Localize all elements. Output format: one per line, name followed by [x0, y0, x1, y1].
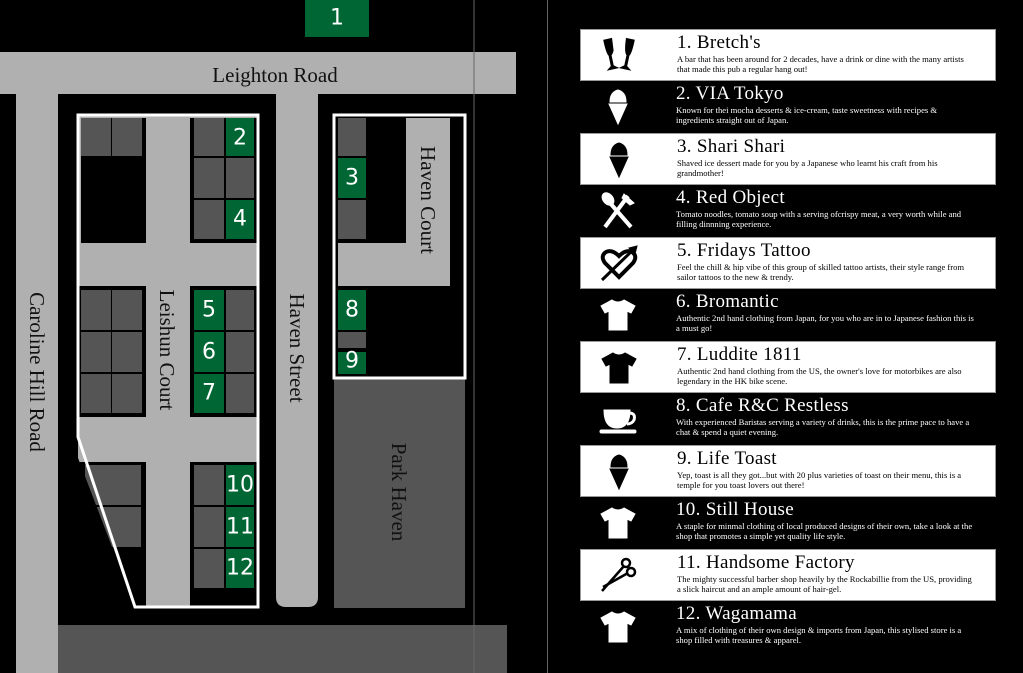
svg-text:10: 10 [226, 473, 254, 498]
haven-court-label: Haven Court [416, 146, 440, 254]
place-title: 7. Luddite 1811 [677, 344, 802, 365]
marker-6[interactable]: 6 [194, 332, 224, 372]
svg-text:9: 9 [345, 349, 359, 374]
place-description: Shaved ice dessert made for you by a Jap… [677, 158, 938, 178]
tshirt-icon [581, 342, 657, 392]
marker-7[interactable]: 7 [194, 374, 224, 413]
park-haven [334, 378, 465, 608]
marker-4[interactable]: 4 [226, 200, 254, 239]
place-description: A bar that has been around for 2 decades… [677, 54, 964, 74]
place-description: With experienced Baristas serving a vari… [676, 417, 970, 437]
svg-text:3: 3 [345, 166, 359, 191]
place-description: Yep, toast is all they got...but with 20… [677, 470, 962, 490]
svg-text:7: 7 [202, 381, 216, 406]
ice-cream-icon [581, 134, 657, 184]
svg-text:12: 12 [226, 556, 254, 581]
coffee-cup-icon [580, 393, 656, 443]
place-title: 11. Handsome Factory [677, 552, 855, 573]
spoon-fork-icon [580, 185, 656, 235]
marker-9[interactable]: 9 [338, 349, 366, 375]
svg-text:4: 4 [233, 207, 247, 232]
place-title: 3. Shari Shari [677, 136, 786, 157]
place-title: 10. Still House [676, 499, 794, 520]
place-title: 2. VIA Tokyo [676, 83, 784, 104]
svg-text:5: 5 [202, 298, 216, 323]
tshirt-icon [580, 289, 656, 339]
marker-12[interactable]: 12 [226, 549, 254, 588]
leighton-road-label: Leighton Road [212, 63, 338, 87]
svg-text:1: 1 [330, 6, 344, 31]
bottom-building [58, 625, 507, 673]
place-description: A staple for minmal clothing of local pr… [676, 521, 973, 541]
svg-text:11: 11 [226, 515, 254, 540]
tshirt-icon [580, 497, 656, 547]
ice-cream-icon [581, 446, 657, 496]
place-title: 5. Fridays Tattoo [677, 240, 811, 261]
haven-street [276, 94, 318, 607]
marker-3[interactable]: 3 [338, 158, 366, 198]
place-title: 4. Red Object [676, 187, 785, 208]
marker-8[interactable]: 8 [338, 290, 366, 330]
marker-11[interactable]: 11 [226, 507, 254, 547]
place-description: Authentic 2nd hand clothing from Japan, … [676, 313, 974, 333]
park-haven-label: Park Haven [387, 443, 411, 542]
caroline-hill-road [16, 94, 58, 673]
tshirt-icon [580, 601, 656, 651]
place-title: 6. Bromantic [676, 291, 779, 312]
heart-arrow-icon [581, 238, 657, 288]
haven-street-label: Haven Street [285, 293, 309, 402]
marker-10[interactable]: 10 [226, 465, 254, 505]
street-map: 1 2 3 4 5 6 7 8 9 10 11 12 Leighton Road… [0, 0, 516, 673]
place-title: 8. Cafe R&C Restless [676, 395, 849, 416]
leighton-road [0, 52, 516, 94]
marker-1[interactable]: 1 [305, 0, 369, 37]
place-title: 9. Life Toast [677, 448, 777, 469]
place-description: Authentic 2nd hand clothing from the US,… [677, 366, 962, 386]
svg-text:8: 8 [345, 298, 359, 323]
svg-text:6: 6 [202, 340, 216, 365]
champagne-glasses-icon [581, 30, 657, 80]
haven-court-block [332, 113, 467, 380]
scissors-icon [581, 550, 657, 600]
svg-text:2: 2 [233, 126, 247, 151]
place-description: A mix of clothing of their own design & … [676, 625, 962, 645]
place-description: The mighty successful barber shop heavil… [677, 574, 972, 594]
ice-cream-icon [580, 81, 656, 131]
marker-2[interactable]: 2 [226, 118, 254, 156]
place-title: 12. Wagamama [676, 603, 797, 624]
leishun-court-label: Leishun Court [155, 290, 179, 411]
place-description: Tomato noodles, tomato soup with a servi… [676, 209, 962, 229]
page-divider [547, 0, 548, 673]
place-title: 1. Bretch's [677, 32, 761, 53]
place-description: Feel the chill & hip vibe of this group … [677, 262, 965, 282]
marker-5[interactable]: 5 [194, 290, 224, 330]
place-description: Known for thei mocha desserts & ice-crea… [676, 105, 938, 125]
caroline-hill-road-label: Caroline Hill Road [25, 292, 49, 452]
